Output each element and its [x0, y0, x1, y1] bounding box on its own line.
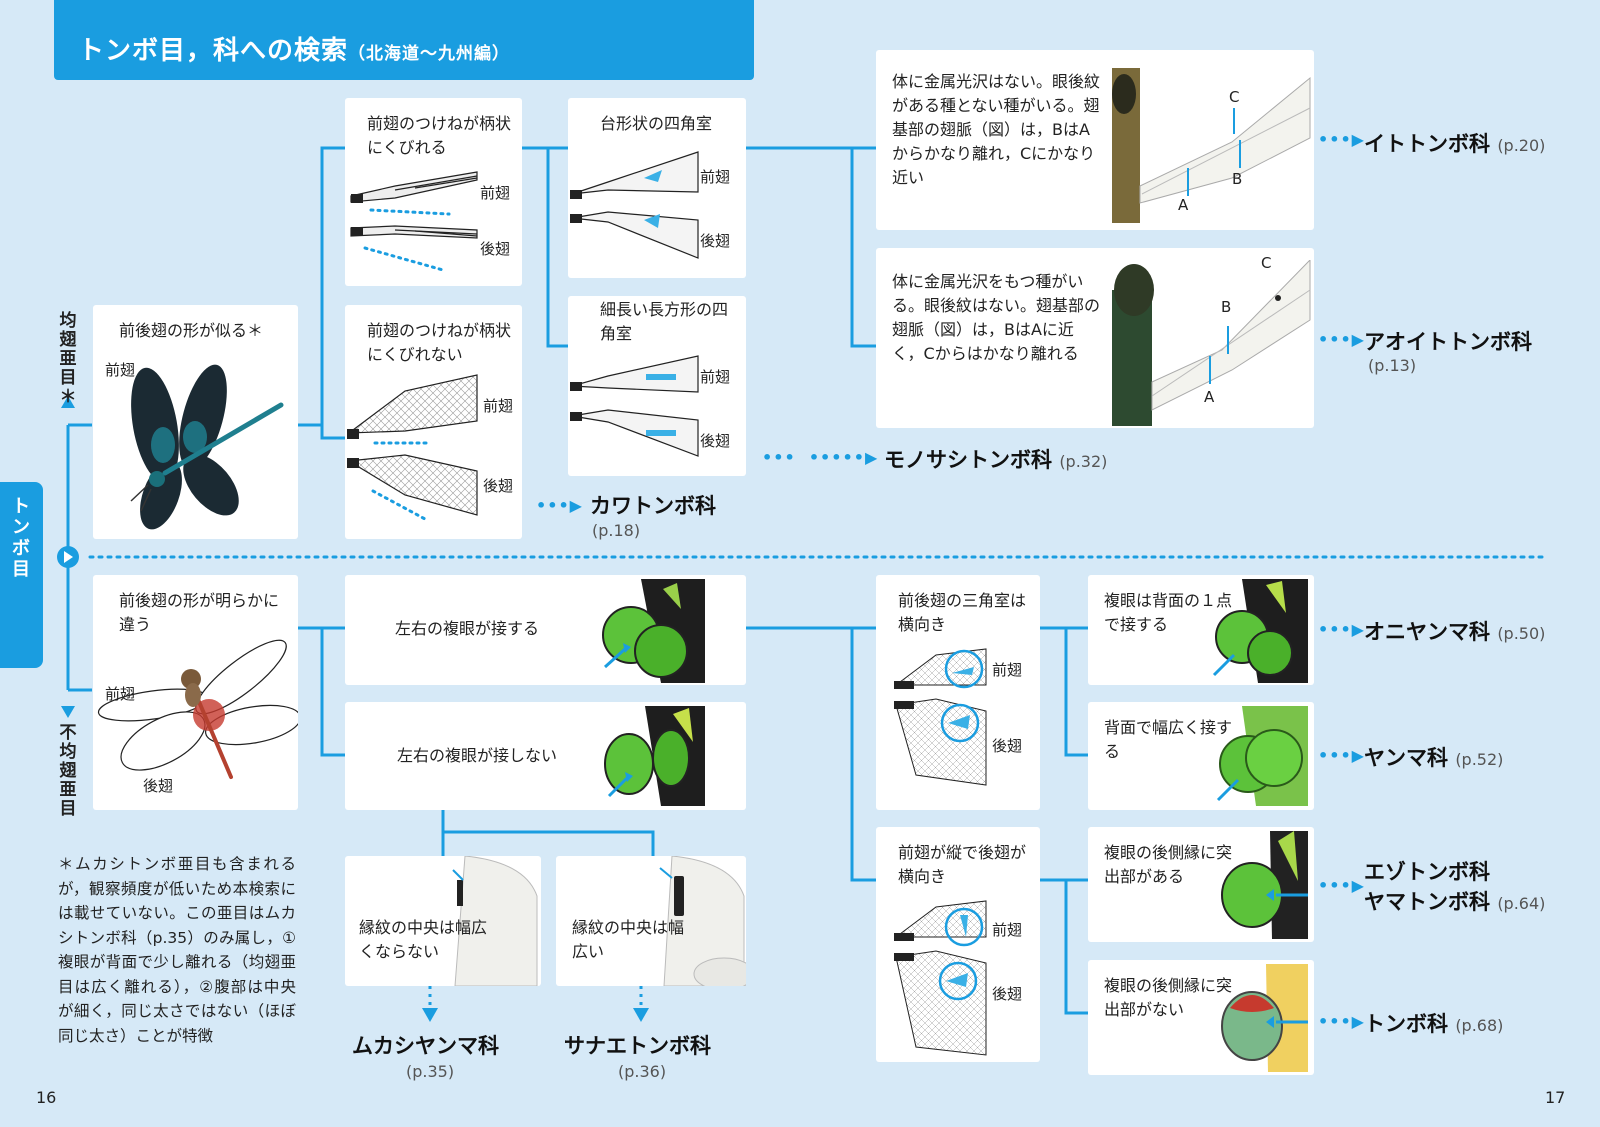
arrow-monosashi: ••• •••••▶	[762, 448, 879, 467]
result-yamatonbo[interactable]: ヤマトンボ科 (p.64)	[1364, 890, 1546, 914]
page-number-left: 16	[36, 1088, 57, 1107]
node-ito-description: 体に金属光沢はない。眼後紋がある種とない種がいる。翅基部の翅脈（図）は，BはAか…	[876, 50, 1314, 230]
node-trapezoid: 台形状の四角室 前翅 後翅	[568, 98, 746, 278]
result-mukashiyanma[interactable]: ムカシヤンマ科	[352, 1034, 499, 1058]
node-not-petiolate: 前翅のつけねが柄状にくびれない 前翅 後翅	[345, 305, 522, 539]
node-stigma-wide: 縁紋の中央は幅広い	[556, 856, 746, 986]
node-touch-point: 複眼は背面の１点で接する	[1088, 575, 1314, 685]
eyes-touch-illustration	[602, 579, 705, 683]
result-mukashiyanma-page: (p.35)	[406, 1062, 455, 1081]
ito-wing-base-photo	[1112, 68, 1311, 223]
trapezoid-cell-illustration	[570, 151, 699, 259]
result-kawatonbo[interactable]: カワトンボ科	[590, 494, 716, 518]
result-sanaetonbo-page: (p.36)	[618, 1062, 667, 1081]
touch-point-eyes-illustration	[1212, 579, 1308, 683]
node-eyes-apart: 左右の複眼が接しない	[345, 702, 746, 810]
page-subtitle: （北海道〜九州編）	[348, 44, 511, 64]
node-triangle-mixed: 前翅が縦で後翅が横向き 前翅 後翅	[876, 827, 1040, 1062]
eyes-apart-illustration	[604, 706, 705, 806]
arrow-itotonbo: •••▶	[1318, 130, 1365, 149]
triangle-mixed-wings-illustration	[894, 900, 987, 1056]
rectangle-cell-illustration	[570, 355, 699, 457]
node-eyes-touch: 左右の複眼が接する	[345, 575, 746, 685]
suborder-zygoptera: 均翅亜目＊	[59, 311, 77, 407]
node-triangle-horizontal: 前後翅の三角室は横向き 前翅 後翅	[876, 575, 1040, 810]
node-touch-wide: 背面で幅広く接する	[1088, 702, 1314, 810]
side-tab[interactable]: トンボ目	[0, 482, 43, 668]
stigma-wide-wing-illustration	[659, 856, 746, 986]
result-sanaetonbo[interactable]: サナエトンボ科	[564, 1034, 711, 1058]
node-protrusion-no: 複眼の後側縁に突出部がない	[1088, 960, 1314, 1075]
node-rectangle: 細長い長方形の四角室 前翅 後翅	[568, 296, 746, 476]
arrow-ezotonbo: •••▶	[1318, 876, 1365, 895]
broad-wings-illustration	[347, 374, 478, 521]
page-title: トンボ目，科への検索（北海道〜九州編）	[78, 36, 511, 66]
arrow-oniyanma: •••▶	[1318, 620, 1365, 639]
triangle-horizontal-wings-illustration	[894, 648, 987, 786]
header-bar: トンボ目，科への検索（北海道〜九州編）	[54, 0, 754, 80]
protrusion-no-eyes-illustration	[1221, 964, 1308, 1072]
aoito-wing-base-photo	[1112, 260, 1311, 426]
result-oniyanma[interactable]: オニヤンマ科 (p.50)	[1364, 620, 1546, 644]
petiolate-wings-illustration	[350, 171, 478, 272]
dragonfly-illustration	[97, 639, 298, 779]
arrow-kawatonbo: •••▶	[536, 496, 583, 515]
arrow-aoitotonbo: •••▶	[1318, 330, 1365, 349]
damselfly-illustration	[130, 364, 284, 530]
result-ezotonbo[interactable]: エゾトンボ科	[1364, 860, 1490, 884]
result-kawatonbo-page: (p.18)	[592, 521, 641, 540]
result-monosashi[interactable]: モノサシトンボ科 (p.32)	[884, 448, 1108, 472]
node-protrusion-yes: 複眼の後側縁に突出部がある	[1088, 827, 1314, 942]
node-stigma-narrow: 縁紋の中央は幅広くならない	[345, 856, 541, 986]
footnote: ＊ムカシトンボ亜目も含まれるが，観察頻度が低いため本検索には載せていない。この亜…	[58, 855, 296, 1045]
node-aoito-description: 体に金属光沢をもつ種がいる。眼後紋はない。翅基部の翅脈（図）は，BはAに近く，C…	[876, 248, 1314, 428]
arrow-tonbo: •••▶	[1318, 1012, 1365, 1031]
suborder-anisoptera: 不均翅亜目	[59, 723, 77, 819]
page-number-right: 17	[1545, 1088, 1566, 1107]
arrow-yanma: •••▶	[1318, 746, 1365, 765]
node-similar-wings: 前後翅の形が似る＊ 前翅 後翅	[93, 305, 298, 539]
result-tonbo[interactable]: トンボ科 (p.68)	[1364, 1012, 1504, 1036]
protrusion-yes-eyes-illustration	[1221, 831, 1308, 939]
result-aoitotonbo-page: (p.13)	[1368, 356, 1417, 375]
touch-wide-eyes-illustration	[1216, 706, 1308, 806]
stigma-narrow-wing-illustration	[452, 856, 538, 986]
node-petiolate: 前翅のつけねが柄状にくびれる 前翅 後翅	[345, 98, 522, 286]
node-different-wings: 前後翅の形が明らかに違う 前翅 後翅	[93, 575, 298, 810]
result-yanma[interactable]: ヤンマ科 (p.52)	[1364, 746, 1504, 770]
result-itotonbo[interactable]: イトトンボ科 (p.20)	[1364, 132, 1546, 156]
result-aoitotonbo[interactable]: アオイトトンボ科	[1364, 330, 1532, 354]
